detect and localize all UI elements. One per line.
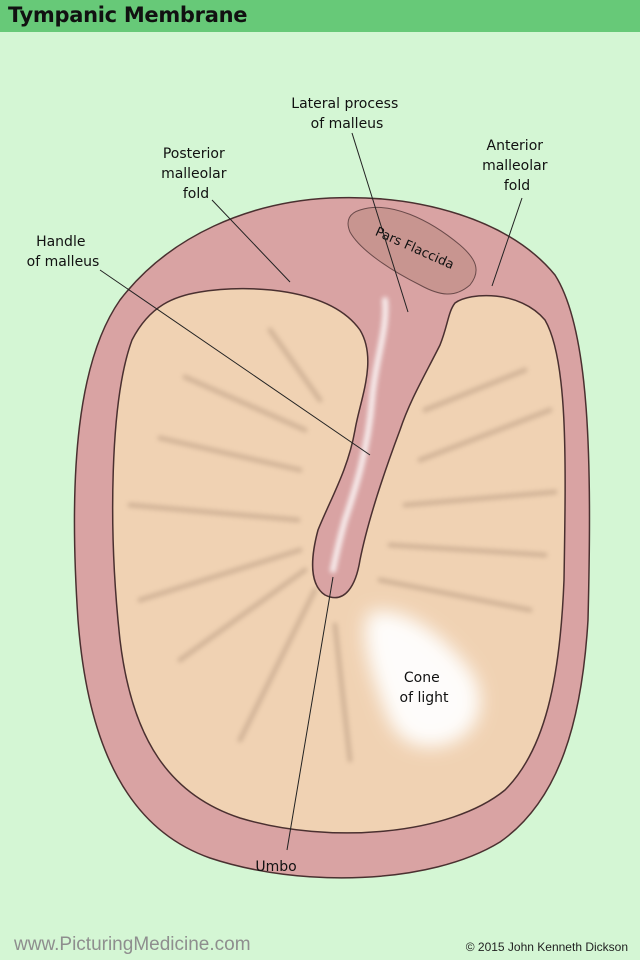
label-anterior-fold: Anterior malleolar fold [482,138,552,194]
label-handle: Handle of malleus [27,234,100,270]
radial-striations [127,327,558,763]
label-posterior-fold: Posterior malleolar fold [161,146,231,202]
label-cone-of-light: Cone of light [400,670,449,706]
website-credit: www.PicturingMedicine.com [14,934,251,955]
title-bar: Tympanic Membrane [0,0,640,32]
label-lateral-process: Lateral process of malleus [291,96,402,132]
label-umbo: Umbo [255,859,296,875]
pointer-lines [99,132,523,851]
pars-flaccida [347,206,477,295]
cone-of-light [365,610,481,747]
malleus-highlight [330,297,389,573]
page-title: Tympanic Membrane [8,3,248,27]
copyright-notice: © 2015 John Kenneth Dickson [465,940,628,954]
